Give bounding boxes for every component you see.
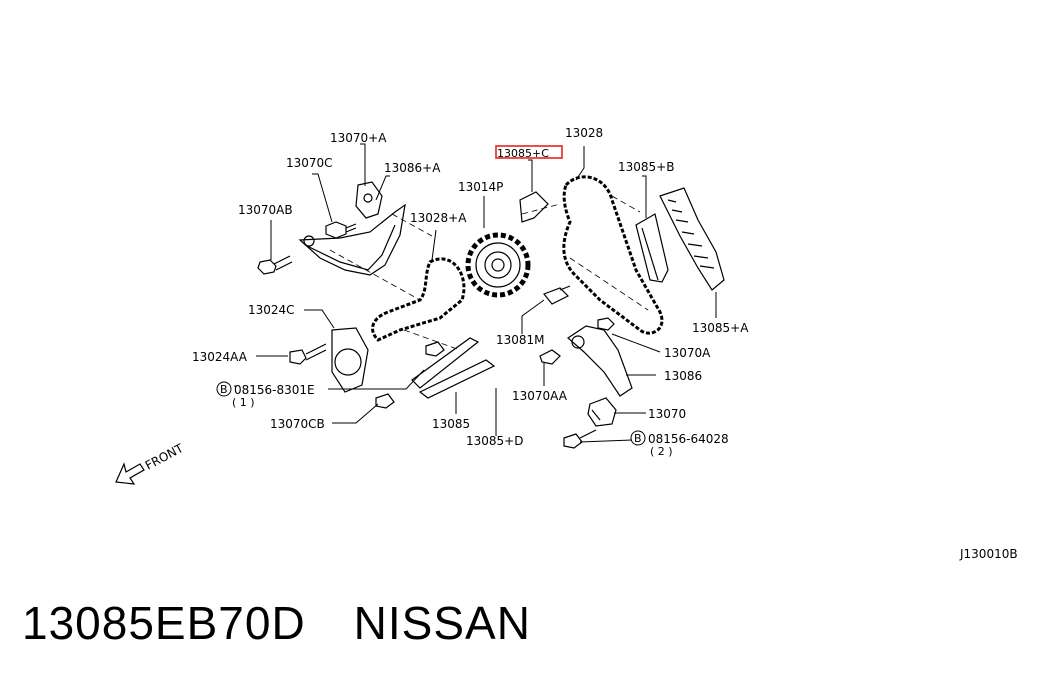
front-label: FRONT bbox=[143, 441, 186, 473]
label-13014p: 13014P bbox=[458, 180, 503, 194]
bracket-13070-a bbox=[355, 181, 383, 219]
label-13081m: 13081M bbox=[496, 333, 545, 347]
label-13085-d: 13085+D bbox=[466, 434, 523, 448]
label-13085: 13085 bbox=[432, 417, 470, 431]
label-13085-a: 13085+A bbox=[692, 321, 749, 335]
bolt-symbol-left-letter: B bbox=[220, 383, 228, 396]
bolt-08156-64028 bbox=[563, 429, 597, 449]
label-13024c: 13024C bbox=[248, 303, 295, 317]
label-13028: 13028 bbox=[565, 126, 603, 140]
tensioner-arm-13086 bbox=[567, 325, 633, 397]
figure-id: J130010B bbox=[959, 547, 1018, 561]
bolt-13070cb bbox=[375, 393, 395, 409]
brand-name: NISSAN bbox=[353, 597, 531, 649]
bolt-13070ab bbox=[257, 255, 293, 275]
label-13070aa: 13070AA bbox=[512, 389, 568, 403]
front-arrow-icon bbox=[115, 462, 145, 485]
plate-13024c bbox=[331, 327, 369, 393]
label-13070cb: 13070CB bbox=[270, 417, 325, 431]
chain-guide-13086-a bbox=[298, 203, 406, 276]
front-indicator: FRONT bbox=[115, 441, 186, 485]
label-13070a: 13070A bbox=[664, 346, 711, 360]
label-13070c: 13070C bbox=[286, 156, 333, 170]
label-13086: 13086 bbox=[664, 369, 702, 383]
label-13086-a: 13086+A bbox=[384, 161, 441, 175]
leader-lines bbox=[234, 143, 717, 443]
guide-13085-c bbox=[519, 191, 549, 223]
label-13028-a: 13028+A bbox=[410, 211, 467, 225]
callout-labels: 13070+A 13070C 13086+A 13070AB 13085+C 1… bbox=[115, 126, 1018, 561]
bolt-symbol-left: B bbox=[216, 381, 232, 397]
guide-13085 bbox=[411, 337, 480, 389]
tensioner-13081m bbox=[543, 285, 571, 305]
label-13024aa: 13024AA bbox=[192, 350, 248, 364]
label-13085-b: 13085+B bbox=[618, 160, 674, 174]
parts-diagram: 13070+A 13070C 13086+A 13070AB 13085+C 1… bbox=[115, 126, 1018, 561]
label-08156-64028: 08156-64028 bbox=[648, 432, 729, 446]
bolt-symbol-right: B bbox=[630, 430, 646, 446]
label-13070ab: 13070AB bbox=[238, 203, 293, 217]
guide-13085-b bbox=[635, 213, 669, 283]
bolt-13024aa bbox=[289, 343, 327, 365]
guide-13085-a bbox=[659, 187, 725, 291]
part-caption: 13085EB70D NISSAN bbox=[22, 596, 579, 650]
label-13070: 13070 bbox=[648, 407, 686, 421]
sprocket-13014p bbox=[465, 232, 531, 298]
bolt-13070a bbox=[597, 317, 615, 331]
highlight-box bbox=[495, 145, 563, 159]
bolt-13070aa bbox=[539, 349, 561, 365]
bolt-13070c bbox=[325, 221, 357, 239]
label-08156-64028-qty: ( 2 ) bbox=[650, 445, 673, 458]
label-08156-8301e: 08156-8301E bbox=[234, 383, 315, 397]
label-13070-a: 13070+A bbox=[330, 131, 387, 145]
bolt-08156-8301e bbox=[425, 341, 445, 357]
bolt-symbol-right-letter: B bbox=[634, 432, 642, 445]
guide-13085-d bbox=[418, 359, 496, 399]
chain-13028-a bbox=[371, 257, 466, 342]
label-08156-8301e-qty: ( 1 ) bbox=[232, 396, 255, 409]
parts-drawing bbox=[257, 175, 725, 449]
alignment-lines bbox=[329, 195, 649, 351]
label-13085-c: 13085+C bbox=[497, 147, 549, 160]
tensioner-13070 bbox=[587, 397, 617, 427]
part-number: 13085EB70D bbox=[22, 597, 306, 649]
